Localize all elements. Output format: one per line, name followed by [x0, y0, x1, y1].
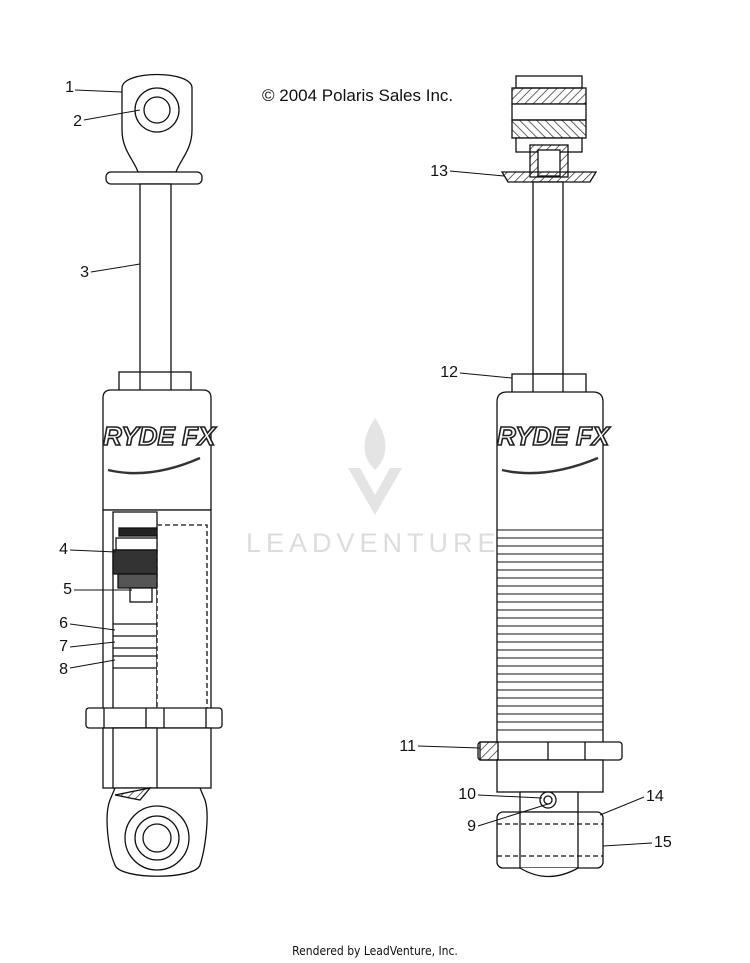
- callout-5: 5: [63, 581, 72, 598]
- callout-10: 10: [458, 786, 476, 803]
- callout-14: 14: [646, 788, 664, 805]
- callout-15: 15: [654, 834, 672, 851]
- callout-1: 1: [65, 79, 74, 96]
- footer-text: Rendered by LeadVenture, Inc.: [292, 944, 458, 958]
- callout-12: 12: [440, 364, 458, 381]
- callout-7: 7: [59, 638, 68, 655]
- callout-3: 3: [80, 264, 89, 281]
- watermark-text: LEADVENTURE: [246, 528, 501, 558]
- leader-lines: [69, 89, 653, 847]
- right-shock: [477, 75, 623, 878]
- callout-4: 4: [59, 541, 68, 558]
- svg-text:RYDE FX: RYDE FX: [497, 421, 611, 451]
- watermark-logo: [348, 418, 402, 515]
- callout-13: 13: [430, 163, 448, 180]
- svg-text:RYDE FX: RYDE FX: [103, 421, 217, 451]
- right-brand-logo: RYDE FX: [496, 420, 612, 475]
- callout-2: 2: [73, 113, 82, 130]
- left-brand-logo: RYDE FX: [102, 420, 218, 475]
- callout-6: 6: [59, 615, 68, 632]
- callout-9: 9: [467, 818, 476, 835]
- callout-8: 8: [59, 661, 68, 678]
- copyright-text: © 2004 Polaris Sales Inc.: [262, 86, 454, 105]
- left-shock: [85, 73, 223, 877]
- callout-11: 11: [399, 738, 416, 755]
